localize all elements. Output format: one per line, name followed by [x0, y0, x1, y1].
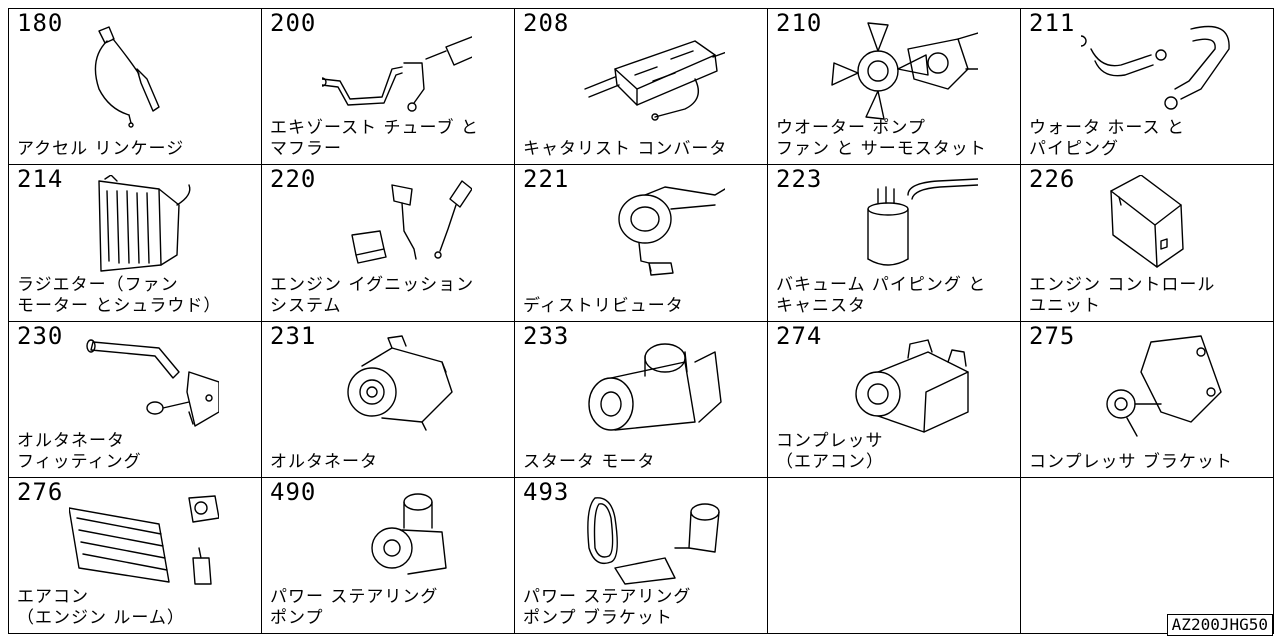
catalytic-converter-icon	[575, 19, 736, 129]
part-cell-226[interactable]: 226 エンジン コントロール ユニット	[1021, 165, 1274, 322]
ac-compressor-icon	[828, 332, 978, 442]
pump-bracket-icon	[575, 488, 725, 598]
part-label: ウオーター ポンプ ファン と サーモスタット	[776, 118, 987, 160]
distributor-icon	[575, 175, 726, 285]
part-label: アクセル リンケージ	[17, 139, 185, 160]
part-number: 211	[1029, 9, 1076, 37]
part-cell-180[interactable]: 180 アクセル リンケージ	[9, 9, 262, 166]
part-cell-210[interactable]: 210 ウオーター ポンプ ファン と サーモスタット	[768, 9, 1021, 166]
part-number: 276	[17, 477, 64, 506]
part-label: エアコン （エンジン ルーム）	[17, 587, 185, 628]
part-cell-214[interactable]: 214 ラジエター（ファン モーター とシュラウド）	[9, 165, 262, 322]
drawing-code-stamp: AZ200JHG50	[1166, 614, 1273, 636]
empty-cell	[1021, 477, 1274, 634]
part-label: バキューム パイピング と キャニスタ	[776, 274, 987, 316]
radiator-icon	[69, 174, 219, 285]
water-pump-fan-icon	[828, 19, 985, 129]
part-label: エンジン イグニッション システム	[270, 274, 475, 316]
part-number: 180	[17, 9, 64, 37]
part-cell-223[interactable]: 223 バキューム パイピング と キャニスタ	[768, 165, 1021, 322]
part-number: 233	[523, 321, 570, 350]
part-cell-211[interactable]: 211 ウォータ ホース と パイピング	[1021, 9, 1274, 166]
part-number: 221	[523, 165, 570, 194]
condenser-icon	[68, 488, 220, 598]
part-label: オルタネータ フィッティング	[17, 430, 142, 472]
part-cell-493[interactable]: 493 パワー ステアリング ポンプ ブラケット	[515, 477, 768, 634]
part-label: スタータ モータ	[523, 451, 656, 472]
part-cell-200[interactable]: 200 エキゾースト チューブ と マフラー	[262, 9, 515, 166]
part-label: キャタリスト コンバータ	[523, 139, 728, 160]
part-label: エキゾースト チューブ と マフラー	[270, 118, 479, 160]
part-number: 493	[523, 477, 570, 506]
part-cell-274[interactable]: 274 コンプレッサ （エアコン）	[768, 321, 1021, 478]
accelerator-linkage-icon	[69, 19, 219, 129]
part-label: コンプレッサ ブラケット	[1029, 451, 1233, 472]
part-cell-208[interactable]: 208 キャタリスト コンバータ	[515, 9, 768, 166]
part-cell-230[interactable]: 230 オルタネータ フィッティング	[9, 321, 262, 478]
alternator-icon	[322, 332, 472, 442]
part-number: 274	[776, 321, 823, 350]
part-number: 223	[776, 165, 823, 194]
exhaust-muffler-icon	[317, 19, 501, 129]
part-label: エンジン コントロール ユニット	[1029, 274, 1216, 316]
part-number: 214	[17, 165, 64, 194]
part-label: パワー ステアリング ポンプ ブラケット	[523, 587, 692, 628]
empty-cell	[768, 477, 1021, 634]
part-number: 226	[1029, 165, 1076, 194]
part-label: コンプレッサ （エアコン）	[776, 430, 884, 472]
part-label: ラジエター（ファン モーター とシュラウド）	[17, 274, 222, 316]
part-label: ディストリビュータ	[523, 295, 684, 316]
power-steering-pump-icon	[322, 488, 472, 598]
water-hose-icon	[1075, 19, 1231, 129]
part-cell-231[interactable]: 231 オルタネータ	[262, 321, 515, 478]
part-number: 200	[270, 9, 317, 37]
part-number: 210	[776, 9, 823, 37]
control-unit-icon	[1081, 174, 1231, 285]
alternator-bracket-icon	[69, 332, 220, 442]
parts-index-grid: 180 アクセル リンケージ 200	[8, 8, 1274, 634]
starter-motor-icon	[575, 332, 725, 442]
part-cell-275[interactable]: 275 コンプレッサ ブラケット	[1021, 321, 1274, 478]
part-label: オルタネータ	[270, 451, 378, 472]
canister-icon	[828, 175, 979, 285]
part-cell-221[interactable]: 221 ディストリビュータ	[515, 165, 768, 322]
part-cell-276[interactable]: 276 エアコン （エンジン ルーム）	[9, 477, 262, 634]
part-cell-233[interactable]: 233 スタータ モータ	[515, 321, 768, 478]
part-number: 231	[270, 321, 317, 350]
part-number: 208	[523, 9, 570, 37]
part-cell-490[interactable]: 490 パワー ステアリング ポンプ	[262, 477, 515, 634]
part-label: ウォータ ホース と パイピング	[1029, 118, 1185, 160]
compressor-bracket-icon	[1081, 332, 1231, 442]
part-label: パワー ステアリング ポンプ	[270, 587, 439, 628]
part-number: 220	[270, 165, 317, 194]
part-number: 275	[1029, 321, 1076, 350]
part-cell-220[interactable]: 220 エンジン イグニッション システム	[262, 165, 515, 322]
ignition-coil-icon	[322, 175, 473, 285]
part-number: 230	[17, 321, 64, 350]
part-number: 490	[270, 477, 317, 506]
